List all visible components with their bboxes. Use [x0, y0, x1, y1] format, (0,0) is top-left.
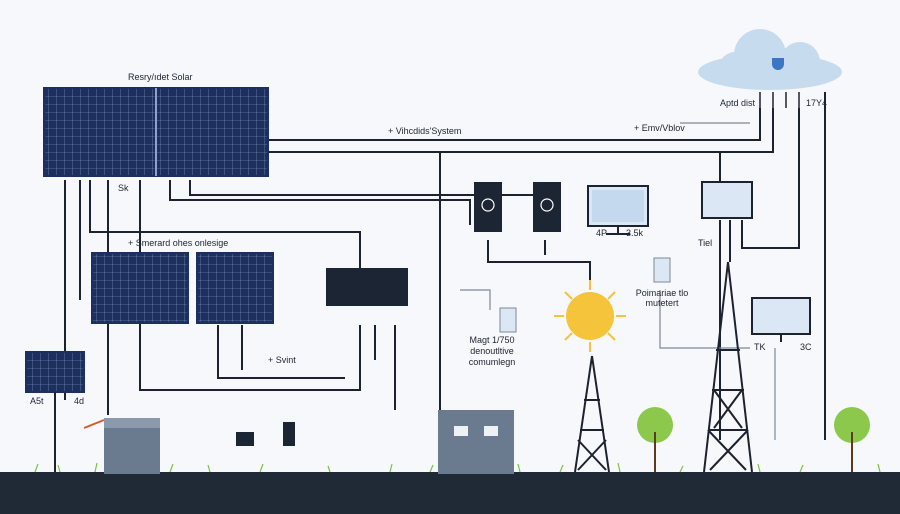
label-3c: 3C: [800, 342, 812, 352]
label-svint: + Svint: [268, 355, 296, 365]
label-a5t: A5t: [30, 396, 44, 406]
solar-panel-mid-left: [91, 252, 189, 324]
monitor-3-icon: [751, 297, 811, 342]
solar-panel-mid-right: [196, 252, 274, 324]
battery-cabinet: [104, 418, 160, 474]
label-monitor1-right: 3.5k: [626, 228, 644, 238]
label-top-solar: Resry/ıdet Solar: [128, 72, 193, 82]
label-cloud-left: Aptd dist: [720, 98, 756, 108]
label-smerard: + Smerard ohes onlesige: [128, 238, 229, 248]
switch-box-icon: [283, 422, 295, 446]
monitor-2-icon: [701, 181, 753, 219]
label-monitor1-left: 4P: [596, 228, 608, 238]
label-poimariae-1: Poimariae tlo: [635, 288, 689, 298]
label-magt-3: comumlegn: [468, 357, 516, 367]
solar-panel-small: [25, 351, 85, 393]
label-tiel: Tiel: [698, 238, 713, 248]
device-icon: [653, 257, 671, 283]
combiner-box: [326, 268, 408, 306]
cloud-icon: [698, 29, 842, 90]
inverter-2: [533, 182, 561, 232]
label-magt-1: Magt 1/750: [469, 335, 515, 345]
tree-right-icon: [834, 407, 870, 472]
label-emv: + Emv/Vblov: [634, 123, 685, 133]
monitor-1-icon: [587, 185, 649, 235]
meter-icon: [499, 307, 517, 333]
ground: [0, 472, 900, 514]
label-poimariae-2: mutetert: [645, 298, 679, 308]
label-4d: 4d: [74, 396, 85, 406]
distribution-cabinet: [438, 410, 514, 474]
grass: [34, 462, 881, 473]
label-magt-2: denoutltive: [470, 346, 514, 356]
transmission-tower-small-icon: [574, 355, 610, 473]
cloud-connectors: [759, 92, 800, 108]
transmission-tower-large-icon: [703, 261, 753, 473]
tree-left-icon: [637, 407, 673, 472]
sun-icon: [554, 280, 626, 352]
inverter-1: [474, 182, 502, 232]
wiring-light: [460, 122, 776, 440]
label-system: + Vihcdids'System: [388, 126, 462, 136]
meter-box-icon: [236, 432, 254, 446]
label-tk: TK: [754, 342, 766, 352]
label-cloud-right: 17Y4: [806, 98, 828, 108]
label-sk: Sk: [118, 183, 129, 193]
